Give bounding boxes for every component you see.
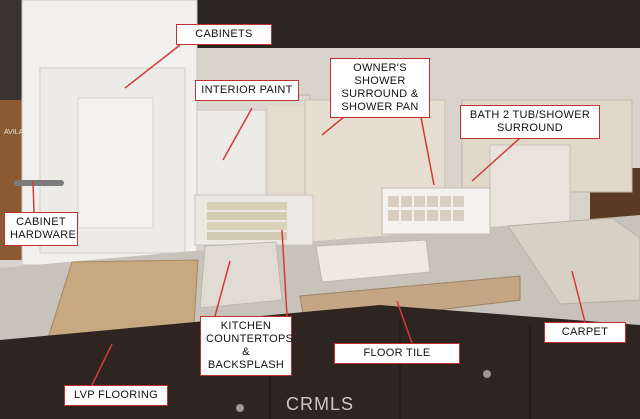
label-bath-2-surround: BATH 2 TUB/SHOWER SURROUND <box>460 105 600 139</box>
label-cabinets: CABINETS <box>176 24 272 45</box>
bath2-tile <box>489 144 571 228</box>
callout-arrows <box>32 44 586 386</box>
label-floor-tile: FLOOR TILE <box>334 343 460 364</box>
carpet-sample <box>507 217 640 305</box>
cabinet-knob <box>483 370 491 378</box>
label-lvp-flooring: LVP FLOORING <box>64 385 168 406</box>
watermark: CRMLS <box>286 394 355 414</box>
label-owners-shower: OWNER'S SHOWER SURROUND & SHOWER PAN <box>330 58 430 118</box>
label-interior-paint: INTERIOR PAINT <box>195 80 299 101</box>
cabinet-pull <box>14 180 64 186</box>
label-carpet: CARPET <box>544 322 626 343</box>
label-countertops-backsplash: KITCHEN COUNTERTOPS & BACKSPLASH <box>200 316 293 376</box>
countertop-sample <box>199 241 283 309</box>
paint-sample <box>193 109 267 199</box>
cabinet-knob <box>236 404 244 412</box>
label-cabinet-hardware: CABINET HARDWARE <box>4 212 78 246</box>
